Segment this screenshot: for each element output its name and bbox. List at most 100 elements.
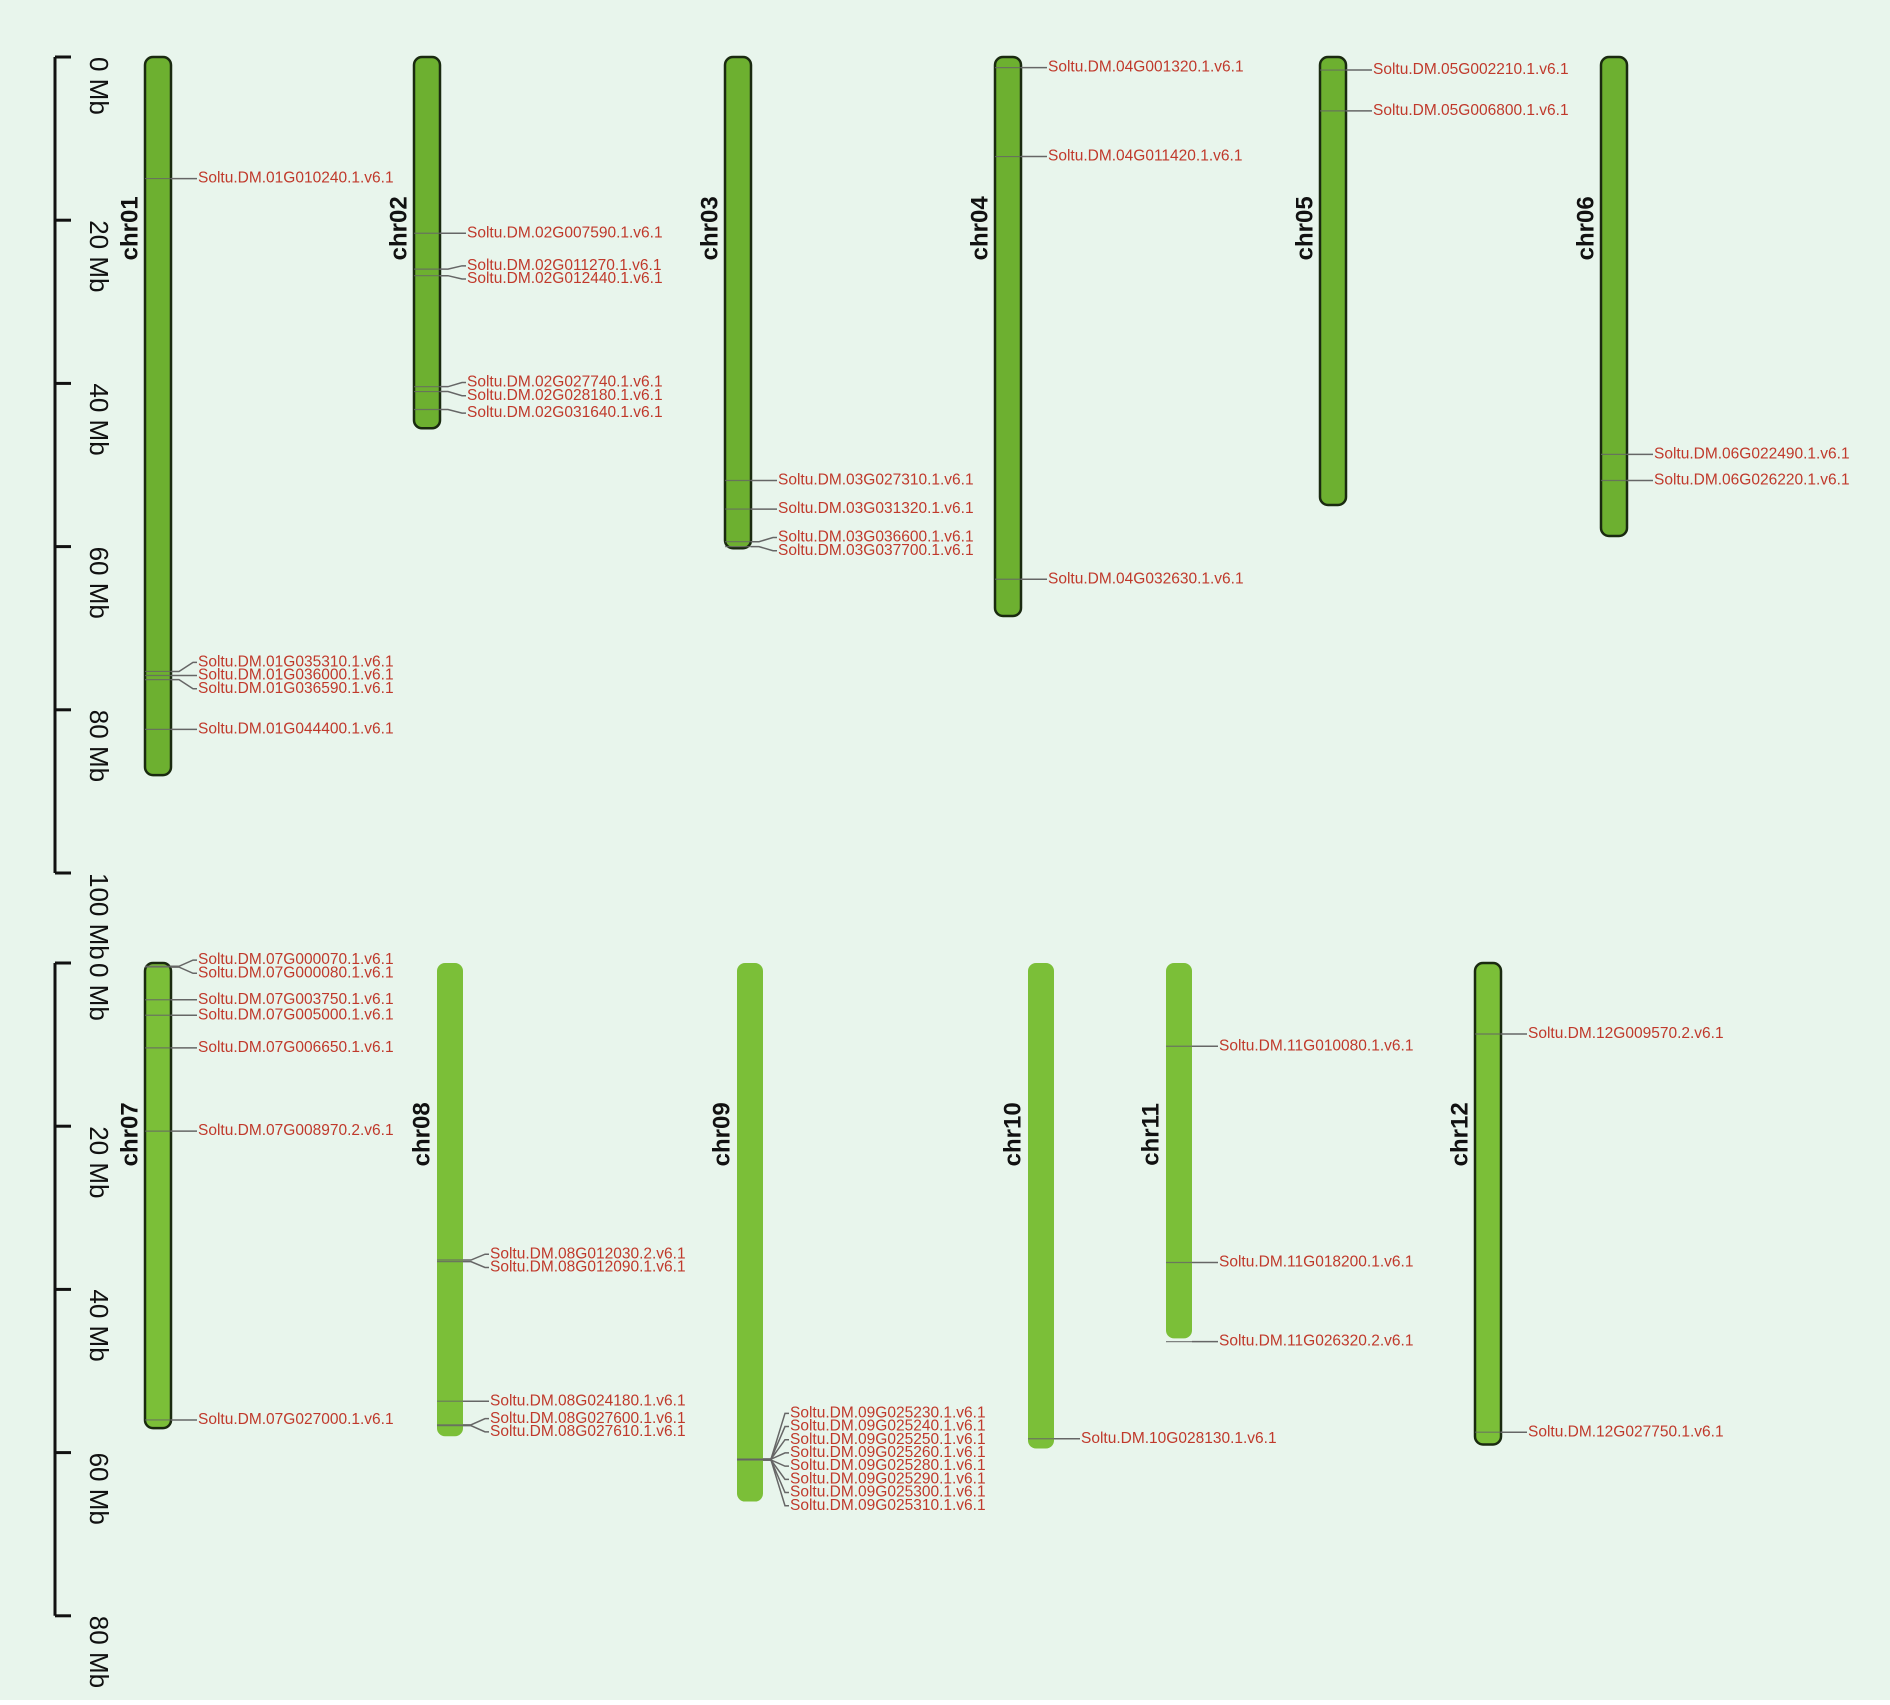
gene-connector	[440, 408, 466, 414]
gene-label: Soltu.DM.01G010240.1.v6.1	[198, 170, 394, 187]
chromosome-chr07: chr07Soltu.DM.07G000070.1.v6.1Soltu.DM.0…	[116, 951, 394, 1430]
scale-tick-label: 40 Mb	[84, 1289, 114, 1361]
gene-label: Soltu.DM.12G027750.1.v6.1	[1528, 1423, 1724, 1440]
chromosome-chr08: chr08Soltu.DM.08G012030.2.v6.1Soltu.DM.0…	[408, 963, 686, 1440]
gene-connector	[463, 1417, 489, 1426]
gene-label: Soltu.DM.03G037700.1.v6.1	[778, 542, 974, 559]
gene-label: Soltu.DM.04G001320.1.v6.1	[1048, 59, 1244, 76]
chromosome-chr12: chr12Soltu.DM.12G009570.2.v6.1Soltu.DM.1…	[1446, 961, 1724, 1446]
gene-label: Soltu.DM.07G000080.1.v6.1	[198, 964, 394, 981]
chromosome-chr05: chr05Soltu.DM.05G002210.1.v6.1Soltu.DM.0…	[1291, 55, 1569, 507]
gene-label: Soltu.DM.12G009570.2.v6.1	[1528, 1025, 1724, 1042]
chromosome-bar	[412, 55, 442, 430]
gene-label: Soltu.DM.11G018200.1.v6.1	[1219, 1254, 1413, 1271]
gene-label: Soltu.DM.08G012030.2.v6.1	[490, 1245, 686, 1262]
scale-tick-label: 0 Mb	[84, 57, 114, 115]
gene-label: Soltu.DM.08G027610.1.v6.1	[490, 1423, 686, 1440]
chromosome-name-label: chr02	[385, 196, 412, 260]
gene-label: Soltu.DM.04G011420.1.v6.1	[1048, 148, 1242, 165]
gene-label: Soltu.DM.09G025250.1.v6.1	[790, 1431, 986, 1448]
gene-label: Soltu.DM.11G010080.1.v6.1	[1219, 1037, 1413, 1054]
gene-connector	[751, 545, 777, 552]
gene-connector	[171, 959, 197, 968]
chromosome-chr01: chr01Soltu.DM.01G010240.1.v6.1Soltu.DM.0…	[116, 55, 394, 777]
chromosome-bar	[737, 963, 763, 1502]
gene-label: Soltu.DM.07G027000.1.v6.1	[198, 1411, 394, 1428]
chromosome-bar	[1599, 55, 1629, 538]
chromosome-bar	[437, 963, 463, 1437]
gene-label: Soltu.DM.08G012090.1.v6.1	[490, 1259, 686, 1276]
gene-label: Soltu.DM.02G012440.1.v6.1	[467, 270, 663, 287]
gene-label: Soltu.DM.03G036600.1.v6.1	[778, 529, 974, 546]
gene-connector	[171, 661, 197, 673]
chromosome-chr02: chr02 Soltu.DM.02G007590.1.v6.1Soltu.DM.0…	[385, 55, 663, 430]
gene-connector	[440, 265, 466, 270]
gene-label: Soltu.DM.05G002210.1.v6.1	[1373, 61, 1569, 78]
gene-connector	[463, 1253, 489, 1261]
gene-label: Soltu.DM.02G027740.1.v6.1	[467, 374, 663, 391]
gene-connector	[763, 1452, 789, 1460]
gene-label: Soltu.DM.09G025240.1.v6.1	[790, 1418, 986, 1435]
gene-label: Soltu.DM.07G000070.1.v6.1	[198, 951, 394, 968]
chromosome-name-label: chr03	[696, 196, 723, 260]
scale-tick-label: 0 Mb	[84, 963, 114, 1021]
gene-label: Soltu.DM.06G026220.1.v6.1	[1654, 472, 1850, 489]
gene-label: Soltu.DM.09G025260.1.v6.1	[790, 1444, 986, 1461]
gene-label: Soltu.DM.08G027600.1.v6.1	[490, 1410, 686, 1427]
chromosome-name-label: chr06	[1572, 196, 1599, 260]
gene-label: Soltu.DM.09G025230.1.v6.1	[790, 1404, 986, 1421]
chromosome-name-label: chr11	[1137, 1103, 1164, 1166]
gene-label: Soltu.DM.02G031640.1.v6.1	[467, 404, 663, 421]
chromosome-name-label: chr05	[1291, 196, 1318, 260]
gene-label: Soltu.DM.07G003750.1.v6.1	[198, 991, 394, 1008]
gene-label: Soltu.DM.11G026320.2.v6.1	[1219, 1333, 1413, 1350]
gene-label: Soltu.DM.04G032630.1.v6.1	[1048, 570, 1244, 587]
chromosome-chr04: chr04 Soltu.DM.04G001320.1.v6.1Soltu.DM.0…	[966, 55, 1244, 618]
gene-label: Soltu.DM.02G007590.1.v6.1	[467, 224, 663, 241]
scale-tick-label: 80 Mb	[84, 710, 114, 782]
chromosome-bar	[993, 55, 1023, 618]
scale-tick-label: 20 Mb	[84, 220, 114, 292]
scale-tick-label: 60 Mb	[84, 547, 114, 619]
gene-label: Soltu.DM.09G025310.1.v6.1	[790, 1497, 986, 1514]
gene-label: Soltu.DM.01G036000.1.v6.1	[198, 667, 394, 684]
gene-connector	[463, 1260, 489, 1269]
gene-label: Soltu.DM.02G011270.1.v6.1	[467, 257, 661, 274]
scale-tick-label: 40 Mb	[84, 383, 114, 455]
chromosome-bar	[723, 55, 753, 550]
gene-connector	[171, 966, 197, 975]
gene-connector	[171, 678, 197, 690]
gene-label: Soltu.DM.09G025300.1.v6.1	[790, 1484, 986, 1501]
chromosome-bar	[1318, 55, 1348, 507]
gene-label: Soltu.DM.01G035310.1.v6.1	[198, 653, 394, 670]
gene-label: Soltu.DM.01G044400.1.v6.1	[198, 720, 394, 737]
scale-tick-label: 100 Mb	[84, 873, 114, 960]
panel-top: 0 Mb 20 Mb 40 Mb 60 Mb 80 Mb 100 Mb chr01Soltu…	[53, 55, 1850, 960]
gene-label: Soltu.DM.07G008970.2.v6.1	[198, 1122, 394, 1139]
gene-label: Soltu.DM.02G028180.1.v6.1	[467, 387, 663, 404]
chromosome-chr11: chr11 Soltu.DM.11G010080.1.v6.1Soltu.DM.1…	[1137, 963, 1413, 1350]
gene-label: Soltu.DM.07G005000.1.v6.1	[198, 1006, 394, 1023]
chromosome-bar	[143, 55, 173, 777]
chromosome-chr03: chr03Soltu.DM.03G027310.1.v6.1Soltu.DM.0…	[696, 55, 974, 559]
gene-label: Soltu.DM.03G031320.1.v6.1	[778, 500, 974, 517]
chromosome-name-label: chr09	[708, 1102, 735, 1166]
chromosome-name-label: chr10	[999, 1102, 1026, 1166]
chromosome-name-label: chr07	[116, 1102, 143, 1166]
scale-tick-label: 60 Mb	[84, 1453, 114, 1525]
chromosome-name-label: chr04	[966, 196, 993, 261]
chromosome-bar	[1166, 963, 1192, 1339]
gene-connector	[440, 390, 466, 397]
gene-label: Soltu.DM.06G022490.1.v6.1	[1654, 445, 1850, 462]
gene-label: Soltu.DM.07G006650.1.v6.1	[198, 1039, 394, 1056]
gene-connector	[751, 536, 777, 543]
gene-label: Soltu.DM.03G027310.1.v6.1	[778, 472, 974, 489]
chromosome-bar	[1028, 963, 1054, 1449]
gene-label: Soltu.DM.09G025290.1.v6.1	[790, 1470, 986, 1487]
gene-connector	[440, 381, 466, 388]
